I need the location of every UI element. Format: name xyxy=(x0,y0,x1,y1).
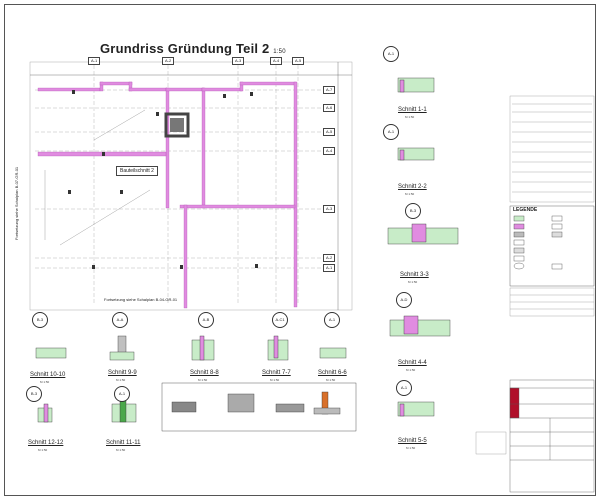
section-label-1-1: Schnitt 1-1 xyxy=(398,107,427,113)
axis-tag-right-7: A-1 xyxy=(323,264,336,272)
section-bubble-3-3: B-3 xyxy=(405,203,421,219)
axis-tag-top-1: A-1 xyxy=(88,57,101,65)
section-scale-12-12: M 1:50 xyxy=(38,448,48,452)
section-label-2-2: Schnitt 2-2 xyxy=(398,184,427,190)
section-scale-7-7: M 1:50 xyxy=(270,378,280,382)
axis-tag-right-2: A-6 xyxy=(323,104,336,112)
section-scale-6-6: M 1:50 xyxy=(326,378,336,382)
section-scale-8-8: M 1:50 xyxy=(198,378,208,382)
section-markers-plan xyxy=(68,90,258,269)
section-scale-5-5: M 1:50 xyxy=(406,446,416,450)
section-label-3-3: Schnitt 3-3 xyxy=(400,272,429,278)
revision-table xyxy=(509,287,595,317)
section-label-8-8: Schnitt 8-8 xyxy=(190,370,219,376)
diagonal-annotations xyxy=(44,109,151,246)
section-label-5-5: Schnitt 5-5 xyxy=(398,438,427,444)
section-label-9-9: Schnitt 9-9 xyxy=(108,370,137,376)
drawing-sheet xyxy=(4,4,596,496)
section-bubble-5-5: A-1 xyxy=(396,380,412,396)
plan-title: Grundriss Gründung Teil 2 1:50 xyxy=(100,41,286,56)
section-label-11-11: Schnitt 11-11 xyxy=(106,440,141,446)
plan-title-text: Grundriss Gründung Teil 2 xyxy=(100,41,270,56)
axis-tag-top-5: A-5 xyxy=(292,57,305,65)
detail-strip xyxy=(161,382,357,432)
section-scale-2-2: M 1:50 xyxy=(405,192,415,196)
section-bubble-8-8: A-B xyxy=(198,312,214,328)
section-bubble-9-9: A-A xyxy=(112,312,128,328)
section-scale-3-3: M 1:50 xyxy=(408,280,418,284)
bauteilschnitt-label: Bauteilschnitt 2 xyxy=(116,166,158,176)
section-profiles-right xyxy=(387,77,459,417)
continue-bottom-note: Fortsetzung siehe Schalplan B-04-GR-01 xyxy=(104,297,178,302)
section-scale-9-9: M 1:50 xyxy=(116,378,126,382)
section-label-6-6: Schnitt 6-6 xyxy=(318,370,347,376)
section-bubble-7-7: A-C1 xyxy=(272,312,288,328)
notes-block xyxy=(509,95,595,203)
section-scale-11-11: M 1:50 xyxy=(116,448,126,452)
stamp-box xyxy=(475,431,507,455)
axis-tag-right-3: A-5 xyxy=(323,128,336,136)
section-bubble-2-2: A-1 xyxy=(383,124,399,140)
section-profiles-bottom xyxy=(35,335,347,423)
section-bubble-12-12: B-3 xyxy=(26,386,42,402)
section-label-4-4: Schnitt 4-4 xyxy=(398,360,427,366)
section-label-12-12: Schnitt 12-12 xyxy=(28,440,64,446)
section-bubble-6-6: A-1 xyxy=(324,312,340,328)
axis-tag-right-4: A-4 xyxy=(323,147,336,155)
title-block xyxy=(509,379,595,493)
section-bubble-10-10: B-3 xyxy=(32,312,48,328)
section-label-7-7: Schnitt 7-7 xyxy=(262,370,291,376)
elevator-pit xyxy=(164,112,190,138)
elevator-pit-fill xyxy=(170,118,184,132)
plan-frame xyxy=(29,61,353,311)
legend-panel xyxy=(509,205,595,287)
axis-tag-top-2: A-2 xyxy=(162,57,175,65)
section-bubble-11-11: A-1 xyxy=(114,386,130,402)
axis-tag-top-3: A-3 xyxy=(232,57,245,65)
continue-left-note: Fortsetzung siehe Schalplan B-07-GR-01 xyxy=(14,166,19,240)
section-bubble-1-1: A-1 xyxy=(383,46,399,62)
section-label-10-10: Schnitt 10-10 xyxy=(30,372,66,378)
axis-tag-right-1: A-7 xyxy=(323,86,336,94)
section-scale-4-4: M 1:50 xyxy=(406,368,416,372)
axis-tag-top-4: A-4 xyxy=(270,57,283,65)
section-scale-1-1: M 1:50 xyxy=(405,115,415,119)
section-bubble-4-4: A-D xyxy=(396,292,412,308)
section-scale-10-10: M 1:50 xyxy=(40,380,50,384)
legend-heading: LEGENDE xyxy=(513,207,538,213)
axis-tag-right-5: A-3 xyxy=(323,205,336,213)
axis-tag-right-6: A-2 xyxy=(323,254,336,262)
plan-scale: 1:50 xyxy=(273,49,286,55)
